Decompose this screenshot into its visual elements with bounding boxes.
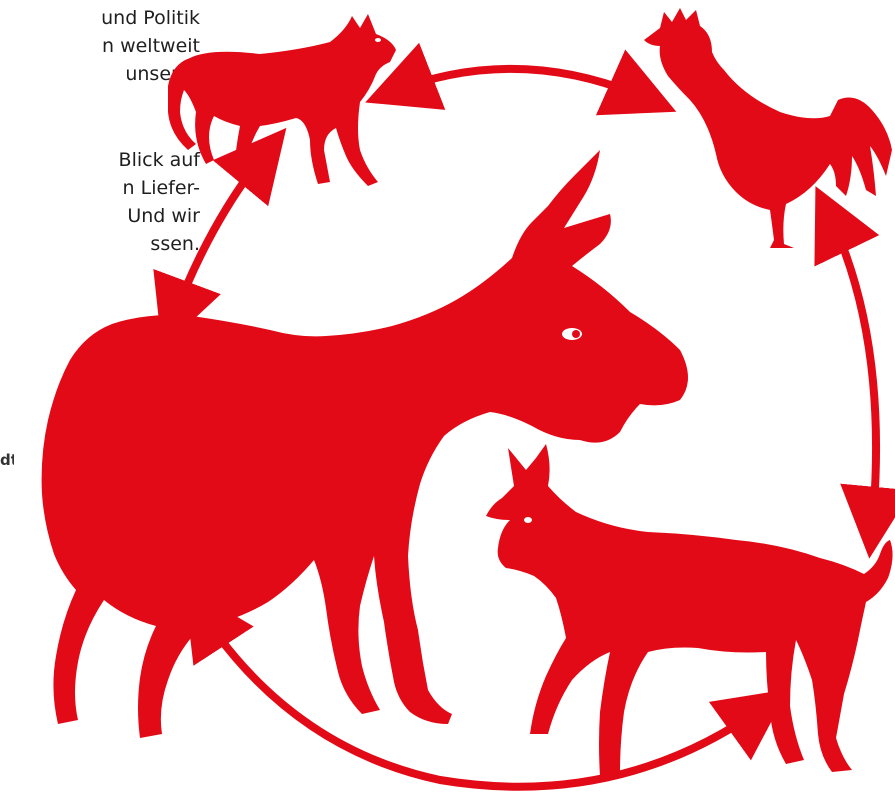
rooster-icon	[644, 8, 892, 248]
cat-icon	[168, 14, 396, 186]
double-arrow-cat-rooster	[392, 69, 650, 100]
double-arrow-donkey-cat	[172, 150, 268, 322]
dog-icon	[486, 444, 893, 776]
cat-eye	[375, 38, 381, 42]
double-arrow-rooster-dog	[828, 212, 876, 530]
donkey-pupil	[572, 330, 580, 338]
dog-eye	[524, 517, 532, 523]
